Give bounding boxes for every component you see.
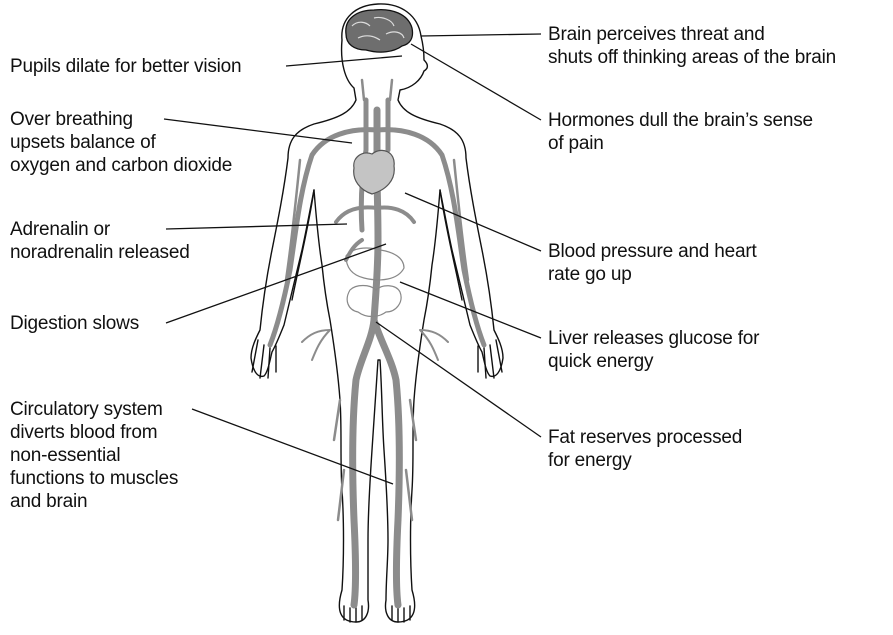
callout-circulatory	[192, 409, 393, 484]
label-over-breathing: Over breathing upsets balance of oxygen …	[10, 108, 232, 177]
label-hormones: Hormones dull the brain’s sense of pain	[548, 109, 813, 155]
label-blood-pressure: Blood pressure and heart rate go up	[548, 240, 757, 286]
label-digestion: Digestion slows	[10, 312, 139, 335]
brain	[346, 10, 413, 52]
callout-hormones	[411, 44, 541, 120]
label-brain-perceives: Brain perceives threat and shuts off thi…	[548, 23, 836, 69]
callout-adrenalin	[166, 224, 347, 229]
label-circulatory: Circulatory system diverts blood from no…	[10, 398, 178, 513]
label-pupils: Pupils dilate for better vision	[10, 55, 241, 78]
callout-pupils	[286, 56, 402, 66]
label-adrenalin: Adrenalin or noradrenalin released	[10, 218, 190, 264]
callout-digestion	[166, 244, 386, 323]
label-liver: Liver releases glucose for quick energy	[548, 327, 759, 373]
callout-brain	[421, 34, 541, 36]
label-fat: Fat reserves processed for energy	[548, 426, 742, 472]
